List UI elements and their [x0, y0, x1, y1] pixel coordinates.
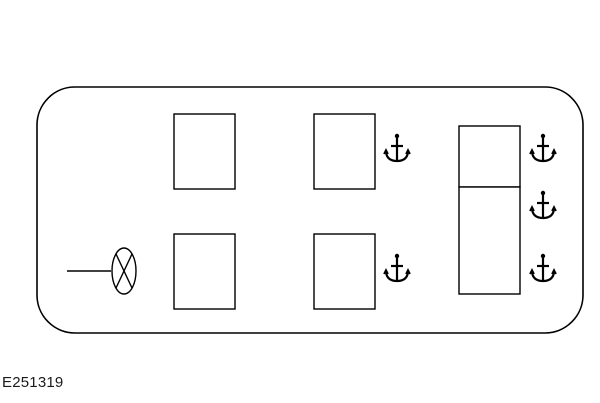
slot-bottom-middle	[313, 233, 376, 310]
slot-right-lower	[458, 186, 521, 295]
slot-top-middle	[313, 113, 376, 190]
anchor-icon	[382, 252, 412, 283]
anchor-icon	[528, 132, 558, 163]
slot-right-upper	[458, 125, 521, 188]
housing-outline	[36, 86, 584, 334]
slot-bottom-left	[173, 233, 236, 310]
anchor-icon	[382, 132, 412, 163]
anchor-icon	[528, 252, 558, 283]
figure-code: E251319	[2, 374, 64, 391]
anchor-icon	[528, 189, 558, 220]
crossed-circle-lamp-icon	[111, 247, 137, 295]
slot-top-left	[173, 113, 236, 190]
